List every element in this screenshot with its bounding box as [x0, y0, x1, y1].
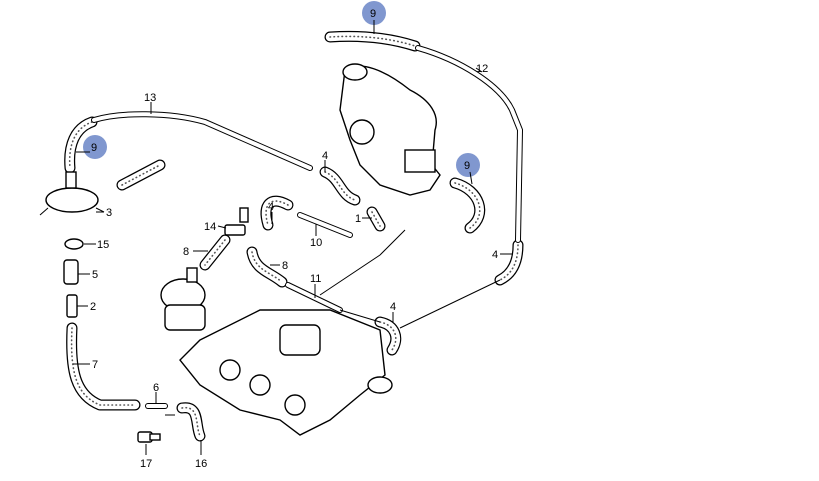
label-4-center: 4: [322, 150, 328, 162]
leader-lines: [73, 20, 512, 455]
pipes: [91, 45, 524, 409]
hose-9-left[interactable]: [64, 116, 98, 174]
hose-4-right[interactable]: [494, 239, 524, 286]
pipe-12[interactable]: [415, 45, 524, 243]
label-4-mid: 4: [268, 201, 274, 213]
label-13: 13: [144, 92, 156, 104]
hose-9-top[interactable]: [324, 30, 421, 52]
clip-15[interactable]: [64, 238, 84, 250]
label-8-upper: 8: [183, 246, 189, 258]
bolt-17[interactable]: [137, 431, 161, 443]
throttle-body[interactable]: [339, 63, 441, 196]
label-10: 10: [310, 237, 322, 249]
pressure-regulator[interactable]: [160, 267, 206, 331]
intake-manifold[interactable]: [179, 309, 393, 436]
valve-5[interactable]: [63, 259, 79, 285]
label-9-top[interactable]: 9: [370, 8, 376, 20]
hose-8-lower[interactable]: [246, 246, 288, 288]
highlight-markers: [83, 1, 480, 177]
label-6: 6: [153, 382, 159, 394]
label-3: 3: [106, 207, 112, 219]
t-connector-14[interactable]: [224, 207, 249, 236]
hoses: [64, 30, 524, 442]
highlight-circle-9-left[interactable]: [83, 135, 107, 159]
connector-2[interactable]: [66, 294, 78, 318]
hose-short-left[interactable]: [116, 159, 166, 191]
label-4-right: 4: [492, 249, 498, 261]
label-8-lower: 8: [282, 260, 288, 272]
label-16: 16: [195, 458, 207, 470]
hose-1[interactable]: [366, 206, 386, 232]
label-4-lower: 4: [390, 301, 396, 313]
pipe-13[interactable]: [91, 111, 313, 171]
hose-8-upper[interactable]: [199, 234, 231, 271]
hose-16[interactable]: [176, 402, 206, 442]
highlight-circle-9-top[interactable]: [362, 1, 386, 25]
hose-4-center[interactable]: [319, 166, 361, 206]
label-12: 12: [476, 63, 488, 75]
label-14: 14: [204, 221, 216, 233]
hose-9-right[interactable]: [449, 177, 486, 234]
hose-7[interactable]: [66, 322, 141, 411]
label-1: 1: [355, 213, 361, 225]
label-9-right[interactable]: 9: [464, 160, 470, 172]
label-5: 5: [92, 269, 98, 281]
label-7: 7: [92, 359, 98, 371]
vacuum-reservoir[interactable]: [39, 171, 105, 216]
label-11: 11: [310, 273, 321, 285]
hose-4-mid[interactable]: [260, 195, 294, 231]
hose-routing-lines: [319, 229, 501, 329]
label-15: 15: [97, 239, 109, 251]
pipe-11[interactable]: [285, 282, 343, 313]
label-2: 2: [90, 301, 96, 313]
components: [39, 63, 441, 443]
part-labels: 9 9 9 12 13 4 4 4 4 3 15 5 2 7 6 17 16 1…: [90, 8, 498, 470]
label-17: 17: [140, 458, 152, 470]
pipe-10[interactable]: [297, 212, 353, 238]
label-9-left[interactable]: 9: [91, 142, 97, 154]
hose-4-lower[interactable]: [374, 316, 402, 356]
highlight-circle-9-right[interactable]: [456, 153, 480, 177]
